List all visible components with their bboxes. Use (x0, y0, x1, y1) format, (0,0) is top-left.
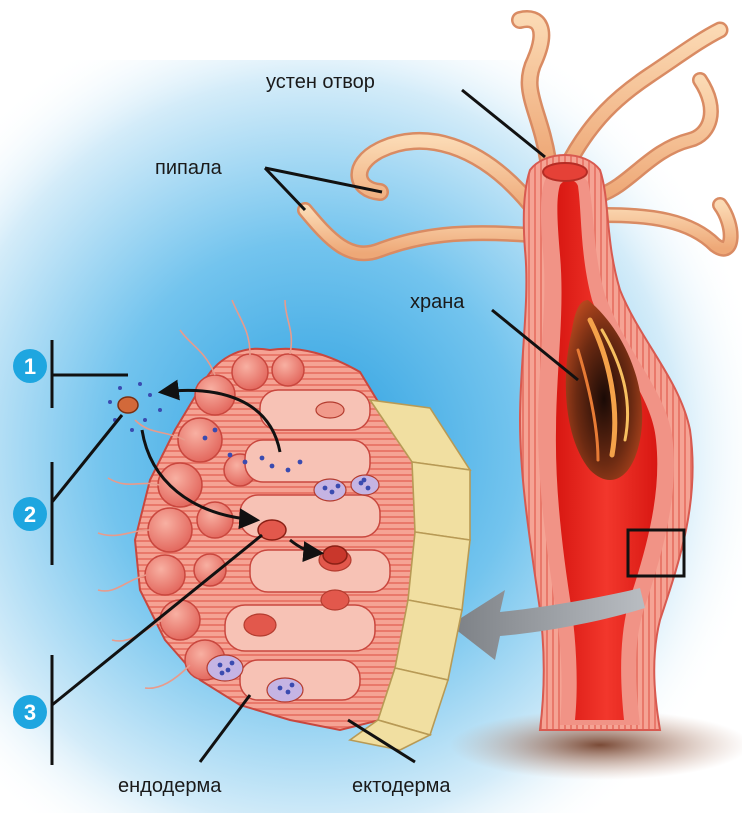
step-badge-2: 2 (13, 497, 47, 531)
step-badge-3: 3 (13, 695, 47, 729)
label-endoderm: ендодерма (118, 775, 222, 797)
label-ectoderm: ектодерма (352, 775, 451, 797)
label-food: храна (410, 291, 465, 313)
label-tentacles: пипала (155, 157, 223, 179)
step-badge-1: 1 (13, 349, 47, 383)
svg-text:2: 2 (24, 502, 36, 527)
mouth-opening (543, 163, 587, 181)
food-particle-small (118, 397, 138, 413)
label-mouth-opening: устен отвор (266, 71, 375, 93)
svg-text:1: 1 (24, 354, 36, 379)
svg-text:3: 3 (24, 700, 36, 725)
